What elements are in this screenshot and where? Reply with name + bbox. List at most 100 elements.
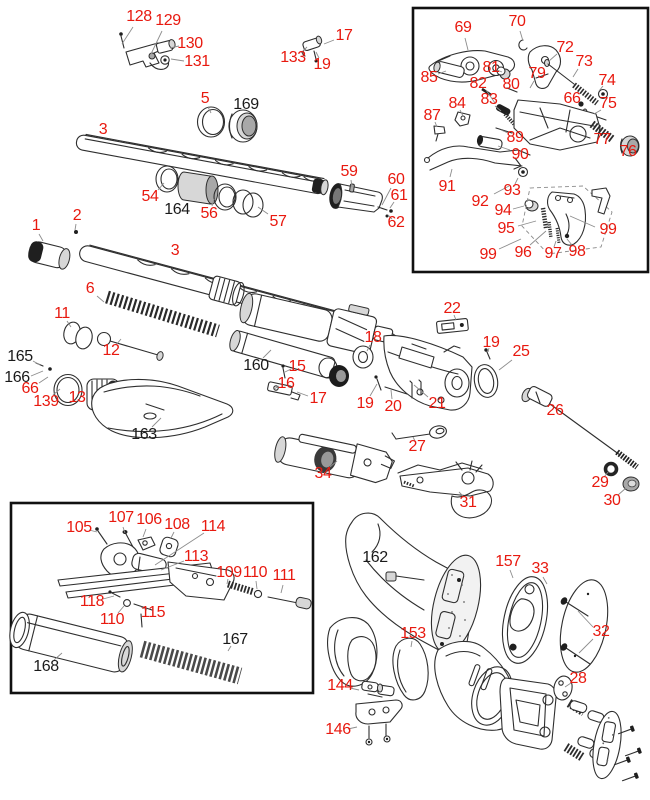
leader-line xyxy=(52,388,61,396)
leader-line xyxy=(564,682,572,688)
trigger-group-drawing xyxy=(397,460,494,519)
leader-line xyxy=(512,205,525,210)
leader-line xyxy=(211,198,215,207)
leader-line xyxy=(464,37,469,51)
buttstock-drawing xyxy=(345,512,482,658)
leader-line xyxy=(529,230,547,246)
slide-assembly-drawing xyxy=(239,292,402,355)
recoil-plate-assembly-drawing xyxy=(499,675,642,782)
leader-line xyxy=(390,389,393,400)
leader-line xyxy=(154,532,205,566)
magazine-plug-drawing xyxy=(28,241,71,270)
tube-end-ring-drawing xyxy=(318,357,349,387)
leader-line xyxy=(74,223,77,231)
follower-pin-drawing xyxy=(96,331,164,361)
leader-line xyxy=(169,45,180,49)
leader-line xyxy=(485,89,496,104)
bushing-ring-drawing xyxy=(352,345,374,369)
pad-screws-drawing xyxy=(560,597,591,665)
leader-line xyxy=(66,320,72,328)
washer-drawing xyxy=(603,461,619,477)
leader-line xyxy=(207,106,212,114)
retaining-ring-drawing xyxy=(53,373,83,407)
action-spring-rod-drawing xyxy=(521,386,639,470)
leader-line xyxy=(389,201,395,209)
leader-line xyxy=(494,105,502,112)
leader-line xyxy=(413,384,429,398)
leader-line xyxy=(284,368,292,373)
carrier-latch-drawing xyxy=(435,318,469,334)
magazine-cap-drawing xyxy=(228,109,258,143)
leader-line xyxy=(553,240,557,248)
leader-line xyxy=(519,30,524,42)
leader-line xyxy=(38,376,49,384)
leader-line xyxy=(578,638,594,654)
leader-line xyxy=(598,85,604,92)
leader-line xyxy=(497,145,511,151)
leader-line xyxy=(509,569,514,579)
leader-line xyxy=(500,129,509,134)
leader-line xyxy=(315,51,320,59)
leader-line xyxy=(30,370,44,377)
grip-cap-parts-drawing xyxy=(355,680,403,746)
leader-line xyxy=(255,580,258,590)
leader-line xyxy=(437,70,447,75)
leader-line xyxy=(121,26,134,45)
leader-line xyxy=(514,177,519,185)
leader-line xyxy=(38,233,44,242)
leader-line xyxy=(150,30,163,55)
stock-spacer-drawing xyxy=(501,576,549,664)
leader-line xyxy=(140,606,148,611)
leader-line xyxy=(410,640,413,648)
recoil-spring-drawing xyxy=(105,290,220,338)
inset-forend-parts-drawing xyxy=(9,527,312,685)
leader-line xyxy=(32,360,41,366)
barrel-upper-drawing xyxy=(75,133,329,196)
oring-drawing xyxy=(473,364,499,398)
leader-line xyxy=(157,182,165,191)
leader-line xyxy=(542,576,548,585)
leader-line xyxy=(366,344,371,352)
leader-line xyxy=(122,526,126,534)
leader-line xyxy=(117,605,125,614)
leader-line xyxy=(453,314,457,321)
leader-line xyxy=(498,359,513,371)
leader-line xyxy=(262,349,272,359)
leader-line xyxy=(449,168,453,178)
leader-line xyxy=(593,109,602,115)
bolt-handle-drawing xyxy=(391,425,447,440)
shell-latch-parts-drawing xyxy=(267,364,301,401)
leader-line xyxy=(459,109,464,117)
leader-line xyxy=(487,347,490,353)
leader-line xyxy=(387,214,393,220)
leader-line xyxy=(227,645,232,652)
leader-line xyxy=(170,58,185,62)
gas-ring-stack-drawing xyxy=(155,165,264,218)
leader-line xyxy=(569,215,596,228)
leader-line xyxy=(458,491,465,498)
barrel-ring-drawing xyxy=(196,106,226,138)
leader-line xyxy=(257,206,269,215)
receiver-drawing xyxy=(383,334,473,411)
leader-line xyxy=(529,80,535,89)
grip-shell-drawing xyxy=(327,617,378,687)
leader-line xyxy=(300,46,308,54)
leader-line xyxy=(434,121,438,128)
leader-line xyxy=(151,417,162,428)
forend-drawing xyxy=(91,378,234,439)
choke-assembly-drawing xyxy=(329,183,393,218)
leader-line xyxy=(496,69,503,73)
leader-line xyxy=(280,584,284,594)
leader-line xyxy=(566,238,573,246)
leader-line xyxy=(347,726,358,730)
leader-line xyxy=(493,185,510,195)
leader-line xyxy=(603,470,610,478)
barrel-clamp-parts-drawing xyxy=(119,32,176,70)
spacer-tube-drawing xyxy=(63,321,93,350)
pin-2-drawing xyxy=(74,230,78,234)
leader-line xyxy=(412,436,416,442)
leader-line xyxy=(170,531,175,539)
